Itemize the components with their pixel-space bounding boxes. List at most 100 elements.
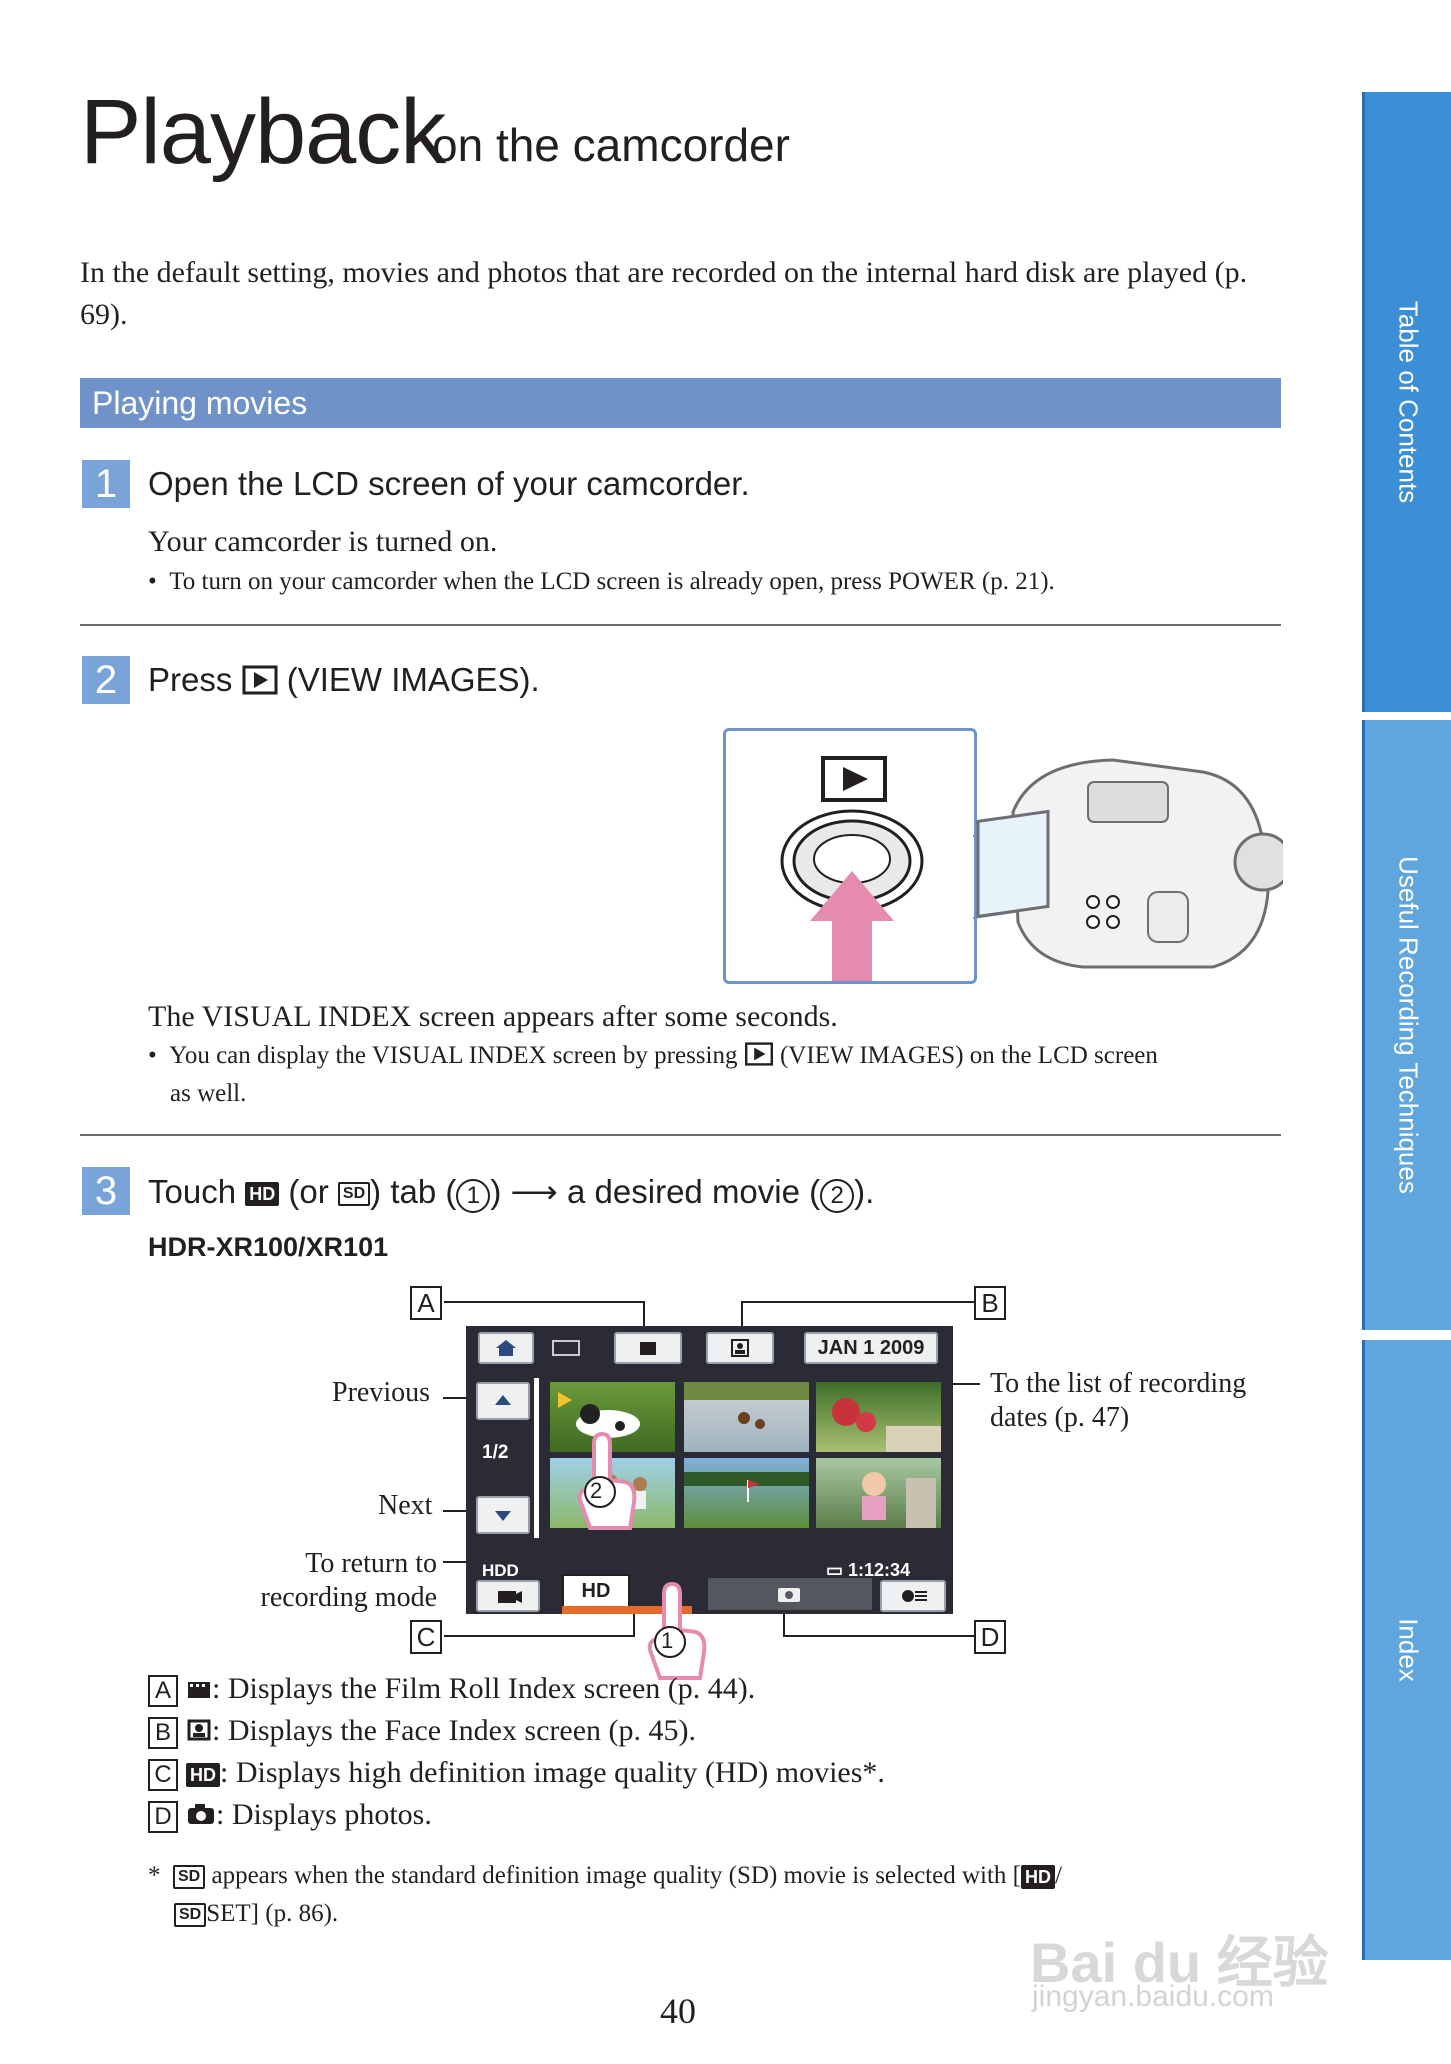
play-icon	[242, 665, 278, 695]
tab-useful-recording-techniques-label: Useful Recording Techniques	[1393, 856, 1424, 1194]
thumbnail-child[interactable]	[816, 1458, 941, 1528]
legend-a-text: : Displays the Film Roll Index screen (p…	[212, 1672, 756, 1705]
next-page-button[interactable]	[476, 1496, 530, 1534]
face-icon	[187, 1719, 211, 1741]
tab-table-of-contents-label: Table of Contents	[1393, 300, 1424, 504]
film-icon: ▭	[826, 1560, 844, 1580]
garden-image	[832, 1398, 941, 1452]
callout-return-1: To return to	[305, 1548, 437, 1579]
divider	[80, 624, 1281, 626]
hd-icon: HD	[186, 1763, 220, 1788]
intro-paragraph: In the default setting, movies and photo…	[80, 256, 1248, 331]
thumbnail-golf[interactable]	[684, 1458, 809, 1528]
photos-tab[interactable]	[708, 1578, 872, 1610]
face-index-button[interactable]	[706, 1332, 774, 1364]
golf-image	[684, 1472, 809, 1502]
arrow-down-icon	[495, 1511, 511, 1521]
legend-d-key: D	[148, 1801, 178, 1834]
circle-2-icon: 2	[820, 1179, 855, 1213]
label-a: A	[410, 1286, 442, 1320]
arrow-right-icon: ⟶	[510, 1173, 558, 1210]
watermark-url: jingyan.baidu.com	[1032, 1980, 1274, 2013]
footnote-line-1: * SD appears when the standard definitio…	[148, 1862, 1062, 1890]
play-icon-small	[744, 1042, 773, 1066]
camera-icon	[778, 1588, 800, 1602]
active-tab-indicator	[562, 1606, 692, 1614]
arrow-up-icon	[495, 1395, 511, 1405]
sd-icon: SD	[173, 1865, 206, 1890]
tab-index-label: Index	[1393, 1618, 1424, 1682]
view-images-button-illustration	[723, 728, 977, 984]
legend-a: A : Displays the Film Roll Index screen (…	[148, 1672, 756, 1708]
step-3-title-f: ).	[854, 1173, 875, 1210]
step-2-title-pre: Press	[148, 661, 233, 698]
hd-movies-tab[interactable]: HD	[562, 1574, 630, 1608]
date-button[interactable]: JAN 1 2009	[804, 1332, 938, 1364]
tab-useful-recording-techniques[interactable]: Useful Recording Techniques	[1362, 720, 1451, 1330]
camera-icon	[188, 1804, 214, 1824]
callout-next: Next	[378, 1490, 433, 1521]
legend-c: C HD: Displays high definition image qual…	[148, 1756, 885, 1792]
face-icon	[731, 1339, 749, 1357]
finger-2-number: 2	[590, 1478, 603, 1503]
finger-1-number: 1	[661, 1628, 674, 1653]
film-roll-index-button[interactable]	[614, 1332, 682, 1364]
sd-icon: SD	[174, 1903, 207, 1928]
sd-tab-icon: SD	[337, 1182, 371, 1207]
thumbnail-garden[interactable]	[816, 1382, 941, 1452]
label-b: B	[974, 1286, 1006, 1320]
thumbnail-dogs-lawn[interactable]	[684, 1382, 809, 1452]
camcorder-drawing	[972, 758, 1293, 969]
return-to-recording-button[interactable]	[476, 1580, 540, 1612]
options-icon	[902, 1590, 927, 1602]
step-2-bullet-cont: as well.	[170, 1080, 247, 1107]
child-image	[862, 1472, 936, 1528]
legend-b-text: : Displays the Face Index screen (p. 45)…	[212, 1714, 697, 1747]
previous-page-button[interactable]	[476, 1382, 530, 1420]
footnote-star: *	[148, 1862, 161, 1889]
media-label: HDD	[482, 1561, 519, 1580]
legend-c-key: C	[148, 1759, 178, 1792]
hd-tab-icon: HD	[245, 1182, 280, 1207]
page-title: Playback	[80, 81, 446, 183]
tab-index[interactable]: Index	[1362, 1340, 1451, 1960]
step-number-2: 2	[82, 656, 130, 704]
callout-return-2: recording mode	[260, 1582, 438, 1613]
footnote-text-1: appears when the standard definition ima…	[211, 1862, 1021, 1889]
page-number: 40	[660, 1991, 696, 2031]
legend-a-key: A	[148, 1675, 178, 1708]
step-3-title-d: )	[490, 1173, 502, 1210]
step-2-bullet-post: (VIEW IMAGES) on the LCD screen	[779, 1042, 1158, 1069]
label-d: D	[974, 1620, 1006, 1654]
home-button[interactable]	[478, 1332, 534, 1364]
step-1-bullet-text: To turn on your camcorder when the LCD s…	[169, 568, 1055, 595]
step-3-title: Touch HD (or SD) tab (1) ⟶ a desired mov…	[148, 1172, 874, 1213]
thumbnail-dog[interactable]	[550, 1382, 675, 1452]
step-number-3: 3	[82, 1167, 130, 1215]
legend-d-text: : Displays photos.	[216, 1798, 432, 1831]
step-3-title-a: Touch	[148, 1173, 237, 1210]
page-indicator: 1/2	[482, 1442, 509, 1463]
options-button[interactable]	[880, 1580, 946, 1612]
footnote-text-2: SET] (p. 86).	[206, 1900, 339, 1927]
step-2-bullet-pre: You can display the VISUAL INDEX screen …	[169, 1042, 738, 1069]
step-2-text: The VISUAL INDEX screen appears after so…	[148, 1000, 838, 1033]
legend-b-key: B	[148, 1717, 178, 1750]
visual-index-screen: JAN 1 2009 1/2 HDD ▭ 1:12:34 HD	[466, 1326, 953, 1614]
battery-icon	[552, 1340, 580, 1356]
legend-d: D : Displays photos.	[148, 1798, 432, 1834]
step-3-title-e: a desired movie (	[567, 1173, 821, 1210]
film-roll-icon	[640, 1342, 656, 1355]
camcorder-illustration	[972, 752, 1293, 987]
legend-c-text: : Displays high definition image quality…	[220, 1756, 885, 1789]
tab-table-of-contents[interactable]: Table of Contents	[1362, 92, 1451, 712]
section-heading: Playing movies	[92, 385, 308, 421]
watermark-logo: Bai du 经验	[1030, 1931, 1329, 1994]
step-2-title: Press (VIEW IMAGES).	[148, 661, 540, 699]
step-3-title-c: ) tab (	[370, 1173, 457, 1210]
scrollbar[interactable]	[534, 1378, 539, 1538]
view-images-button-drawing	[780, 756, 924, 981]
camcorder-icon	[498, 1591, 522, 1603]
step-2-bullet: • You can display the VISUAL INDEX scree…	[148, 1042, 1158, 1069]
